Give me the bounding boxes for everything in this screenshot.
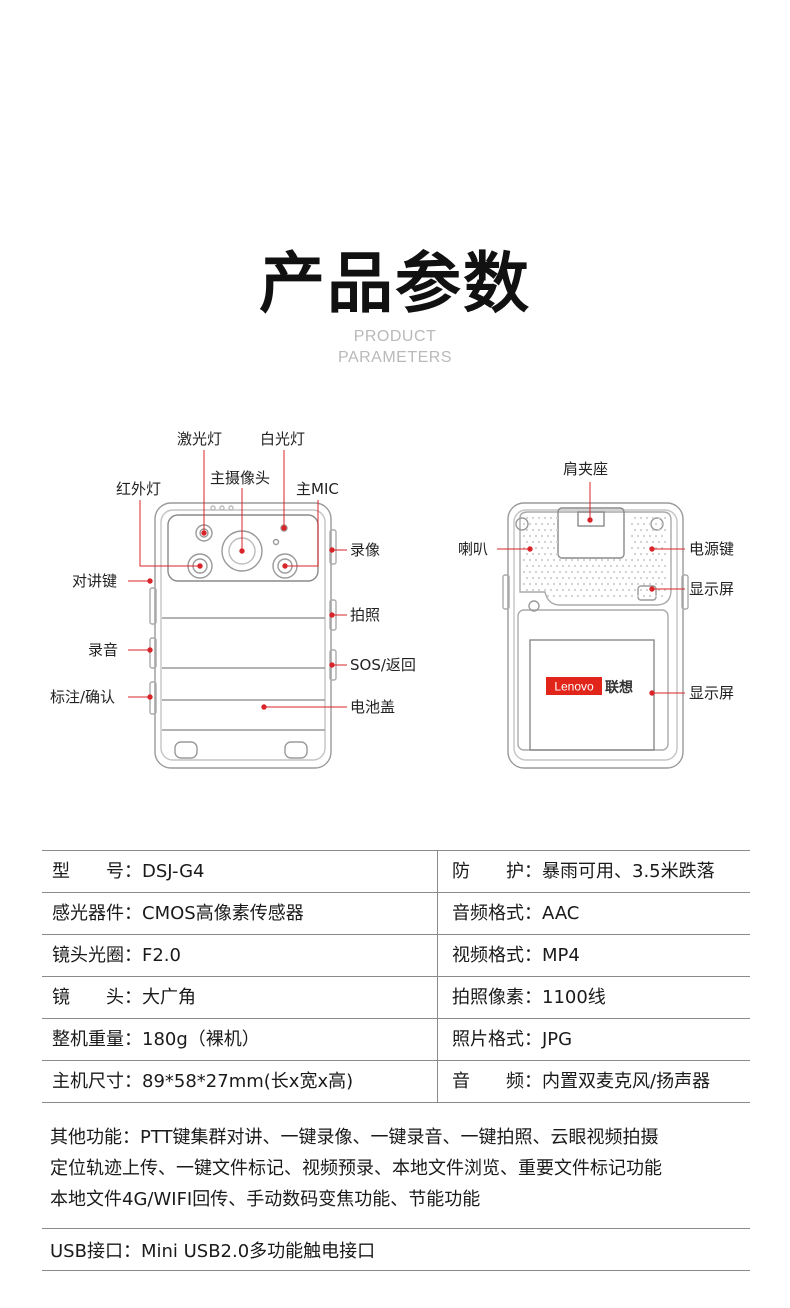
other-functions-line1: 其他功能：PTT键集群对讲、一键录像、一键录音、一键拍照、云眼视频拍摄 [50, 1127, 659, 1148]
label-infrared-light: 红外灯 [116, 480, 162, 498]
divider [42, 1228, 750, 1229]
svg-text:Lenovo: Lenovo [554, 680, 594, 694]
spec-sensor: 感光器件：CMOS高像素传感器 [42, 893, 438, 934]
other-functions-line2: 定位轨迹上传、一键文件标记、视频预录、本地文件浏览、重要文件标记功能 [50, 1158, 662, 1179]
spec-model: 型 号：DSJ-G4 [42, 851, 438, 892]
spec-row: 整机重量：180g（裸机） 照片格式：JPG [42, 1019, 750, 1061]
back-device [502, 502, 689, 769]
spec-row: 镜 头：大广角 拍照像素：1100线 [42, 977, 750, 1019]
spec-table: 型 号：DSJ-G4 防 护：暴雨可用、3.5米跌落 感光器件：CMOS高像素传… [42, 850, 750, 1103]
front-leader-lines [128, 450, 347, 710]
label-display-main: 显示屏 [689, 684, 735, 702]
spec-weight: 整机重量：180g（裸机） [42, 1019, 438, 1060]
spec-row: 主机尺寸：89*58*27mm(长x宽x高) 音 频：内置双麦克风/扬声器 [42, 1061, 750, 1103]
device-diagram: Lenovo 联想 激光灯 白光灯 主摄像头 红外灯 主MIC 对讲键 录像 拍… [0, 400, 790, 800]
speaker-grille-dots [522, 516, 667, 598]
spec-row: 镜头光圈：F2.0 视频格式：MP4 [42, 935, 750, 977]
label-record-video: 录像 [350, 541, 381, 559]
front-device [149, 502, 337, 769]
spec-protection: 防 护：暴雨可用、3.5米跌落 [452, 861, 715, 882]
spec-video-format: 视频格式：MP4 [452, 945, 580, 966]
spec-lens: 镜 头：大广角 [42, 977, 438, 1018]
other-functions-line3: 本地文件4G/WIFI回传、手动数码变焦功能、节能功能 [50, 1189, 481, 1210]
label-shoulder-clip: 肩夹座 [563, 460, 609, 478]
page-title: 产品参数 [259, 245, 531, 322]
back-body-outline [507, 502, 684, 769]
divider [42, 1270, 750, 1271]
usb-interface: USB接口：Mini USB2.0多功能触电接口 [50, 1241, 376, 1262]
label-record-audio: 录音 [88, 641, 119, 659]
front-body-outline [154, 502, 332, 769]
spec-aperture: 镜头光圈：F2.0 [42, 935, 438, 976]
lenovo-brand-logo: Lenovo 联想 [546, 677, 633, 696]
device-illustration: Lenovo 联想 [128, 450, 689, 769]
spec-row: 型 号：DSJ-G4 防 护：暴雨可用、3.5米跌落 [42, 851, 750, 893]
spec-photo-format: 照片格式：JPG [452, 1029, 573, 1050]
page-subtitle-line1: PRODUCT [353, 328, 437, 345]
label-main-camera: 主摄像头 [210, 469, 271, 487]
spec-dimensions: 主机尺寸：89*58*27mm(长x宽x高) [42, 1061, 438, 1102]
label-sos-back: SOS/返回 [350, 656, 416, 674]
label-power-key: 电源键 [689, 540, 735, 558]
svg-text:联想: 联想 [605, 679, 633, 696]
label-mark-confirm: 标注/确认 [50, 688, 116, 706]
other-functions: 其他功能：PTT键集群对讲、一键录像、一键录音、一键拍照、云眼视频拍摄 定位轨迹… [50, 1122, 750, 1215]
spec-audio-format: 音频格式：AAC [452, 903, 580, 924]
label-intercom-key: 对讲键 [72, 572, 118, 590]
back-leader-lines [497, 482, 685, 696]
spec-audio: 音 频：内置双麦克风/扬声器 [452, 1071, 711, 1092]
label-white-light: 白光灯 [260, 430, 306, 448]
label-speaker: 喇叭 [458, 540, 489, 558]
spec-photo-pixels: 拍照像素：1100线 [452, 987, 606, 1008]
label-battery-cover: 电池盖 [350, 698, 396, 716]
spec-row: 感光器件：CMOS高像素传感器 音频格式：AAC [42, 893, 750, 935]
label-main-mic: 主MIC [296, 480, 339, 498]
label-photo: 拍照 [350, 606, 381, 624]
label-laser-light: 激光灯 [177, 430, 223, 448]
label-display-small: 显示屏 [689, 580, 735, 598]
page-subtitle-line2: PARAMETERS [337, 349, 453, 366]
